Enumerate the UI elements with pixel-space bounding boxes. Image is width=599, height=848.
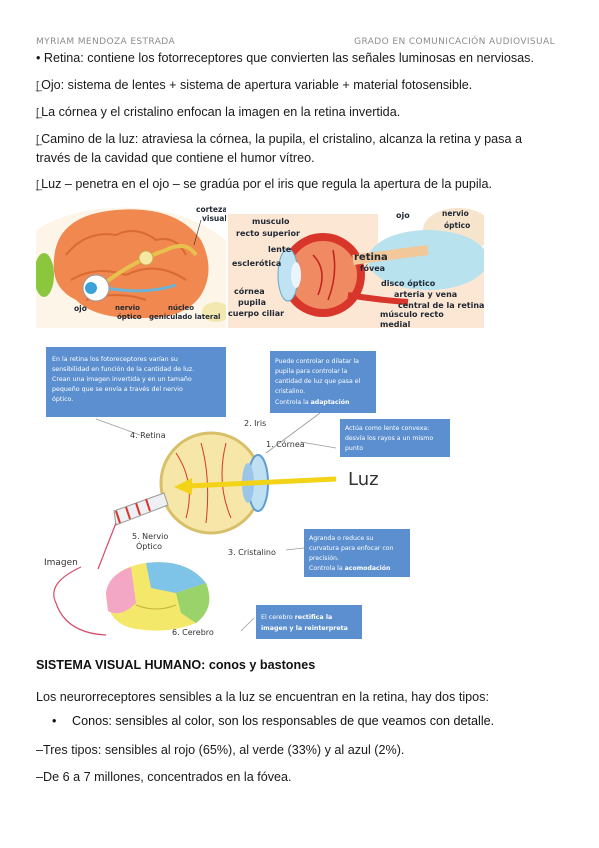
bracket-bullet-icon: [̲ xyxy=(36,107,40,119)
svg-text:pupila para controlar la: pupila para controlar la xyxy=(275,368,347,375)
light-ray xyxy=(187,476,337,489)
info-box-cristalino: Agranda o reduce su curvatura para enfoc… xyxy=(304,529,410,577)
label-disco-optico: disco óptico xyxy=(381,278,436,288)
label-musculo-recto: músculo recto xyxy=(380,310,444,319)
info-box-iris: Puede controlar o dilatar la pupila para… xyxy=(270,351,376,413)
page-header: MYRIAM MENDOZA ESTRADA GRADO EN COMUNICA… xyxy=(36,37,555,47)
label-medial: medial xyxy=(380,320,411,328)
label-optico-2: óptico xyxy=(444,221,470,230)
bracket-bullet-icon: [̲ xyxy=(36,179,40,191)
light-arrow-head xyxy=(174,478,192,495)
label-retina: retina xyxy=(354,252,388,263)
label-lente: lente xyxy=(268,245,292,254)
optic-nerve-shape xyxy=(113,492,169,526)
label-fovea: fóvea xyxy=(360,263,385,273)
paragraph-cornea: [̲La córnea y el cristalino enfocan la i… xyxy=(36,105,401,119)
label-esclerotica: esclerótica xyxy=(232,258,281,268)
label-luz: Luz xyxy=(348,469,379,490)
paragraph-luz: [̲Luz – penetra en el ojo – se gradúa po… xyxy=(36,177,492,191)
label-ojo: ojo xyxy=(74,304,87,313)
figure-eye-anatomy: ojo nervio óptico musculo recto superior… xyxy=(228,200,484,328)
svg-text:Actúa como lente convexa:: Actúa como lente convexa: xyxy=(345,424,429,432)
header-course: GRADO EN COMUNICACIÓN AUDIOVISUAL xyxy=(354,37,555,47)
svg-text:óptico.: óptico. xyxy=(52,395,73,403)
label-optico: óptico xyxy=(117,313,142,321)
label-geniculado: geniculado lateral xyxy=(149,313,220,321)
visual-pathway-illustration: corteza visual ojo nervio óptico núcleo … xyxy=(36,200,226,328)
label-musculo: musculo xyxy=(252,217,290,226)
svg-text:desvía los rayos a un mismo: desvía los rayos a un mismo xyxy=(345,434,433,442)
section-line-millones: –De 6 a 7 millones, concentrados en la f… xyxy=(36,770,292,784)
label-corteza: corteza xyxy=(196,205,226,214)
label-central-retina: central de la retina xyxy=(398,301,484,310)
bracket-bullet-icon: [̲ xyxy=(36,134,40,146)
header-author: MYRIAM MENDOZA ESTRADA xyxy=(36,37,176,47)
svg-text:cristalino.: cristalino. xyxy=(275,388,305,395)
label-cornea: córnea xyxy=(234,286,265,296)
eye-anatomy-illustration: ojo nervio óptico musculo recto superior… xyxy=(228,208,484,328)
label-retina-3: 4. Retina xyxy=(130,431,166,440)
svg-text:sensibilidad en función de la: sensibilidad en función de la cantidad d… xyxy=(52,365,194,373)
figure-light-path: En la retina los fotoreceptores varían s… xyxy=(36,343,456,641)
svg-text:imagen y la reinterpreta: imagen y la reinterpreta xyxy=(261,625,348,632)
label-recto-superior: recto superior xyxy=(236,229,300,238)
label-nucleo: núcleo xyxy=(168,304,194,312)
svg-text:curvatura para enfocar con: curvatura para enfocar con xyxy=(309,545,394,552)
info-box-cornea: Actúa como lente convexa: desvía los ray… xyxy=(340,419,450,457)
svg-text:punto: punto xyxy=(345,445,363,452)
list-item-conos: Conos: sensibles al color, son los respo… xyxy=(72,714,495,728)
figure-visual-pathway: corteza visual ojo nervio óptico núcleo … xyxy=(36,200,226,328)
svg-text:El cerebro rectifica la: El cerebro rectifica la xyxy=(261,614,332,621)
brain-illustration xyxy=(106,562,210,631)
label-nervio-optico-1: 5. Nervio xyxy=(132,532,168,541)
label-arteria-vena: arteria y vena xyxy=(394,290,457,299)
info-box-retina: En la retina los fotoreceptores varían s… xyxy=(46,347,226,417)
svg-text:Controla la adaptación: Controla la adaptación xyxy=(275,398,349,406)
svg-text:Crean una imagen invertida y: Crean una imagen invertida y en un tamañ… xyxy=(52,376,192,383)
label-nervio-2: nervio xyxy=(442,209,469,218)
label-imagen: Imagen xyxy=(44,558,78,568)
bracket-bullet-icon: [̲ xyxy=(36,80,40,92)
label-visual: visual xyxy=(202,214,226,223)
label-iris: 2. Iris xyxy=(244,419,266,428)
section-intro: Los neurorreceptores sensibles a la luz … xyxy=(36,690,489,704)
label-cristalino: 3. Cristalino xyxy=(228,548,276,557)
svg-text:Puede controlar o dilatar la: Puede controlar o dilatar la xyxy=(275,358,359,365)
svg-text:Controla la acomodación: Controla la acomodación xyxy=(309,564,390,572)
paragraph-ojo: [̲Ojo: sistema de lentes + sistema de ap… xyxy=(36,78,473,92)
label-cerebro: 6. Cerebro xyxy=(172,628,214,637)
light-path-illustration: En la retina los fotoreceptores varían s… xyxy=(44,347,450,639)
svg-text:pequeño que se envía a través: pequeño que se envía a través del nervio xyxy=(52,385,183,393)
info-box-cerebro: El cerebro rectifica la imagen y la rein… xyxy=(256,605,362,639)
label-nervio: nervio xyxy=(115,304,140,312)
svg-text:cantidad de luz que pasa el: cantidad de luz que pasa el xyxy=(275,378,361,385)
svg-text:En la retina los fotoreceptore: En la retina los fotoreceptores varían s… xyxy=(52,355,178,363)
section-line-tipos: –Tres tipos: sensibles al rojo (65%), al… xyxy=(36,743,405,757)
list-bullet-icon: • xyxy=(52,714,57,728)
image-path-line xyxy=(53,566,107,636)
svg-text:precisión.: precisión. xyxy=(309,554,339,562)
label-ojo-2: ojo xyxy=(396,211,410,220)
section-title: SISTEMA VISUAL HUMANO: conos y bastones xyxy=(36,658,316,672)
label-nervio-optico-2: Óptico xyxy=(136,540,162,551)
label-cornea-3: 1. Córnea xyxy=(266,439,305,449)
label-cuerpo-ciliar: cuerpo ciliar xyxy=(228,309,284,318)
label-pupila: pupila xyxy=(238,298,266,307)
paragraph-retina: • Retina: contiene los fotorreceptores q… xyxy=(36,51,534,65)
paragraph-camino: [̲Camino de la luz: atraviesa la córnea,… xyxy=(36,132,522,165)
svg-text:Agranda o reduce su: Agranda o reduce su xyxy=(309,535,373,542)
